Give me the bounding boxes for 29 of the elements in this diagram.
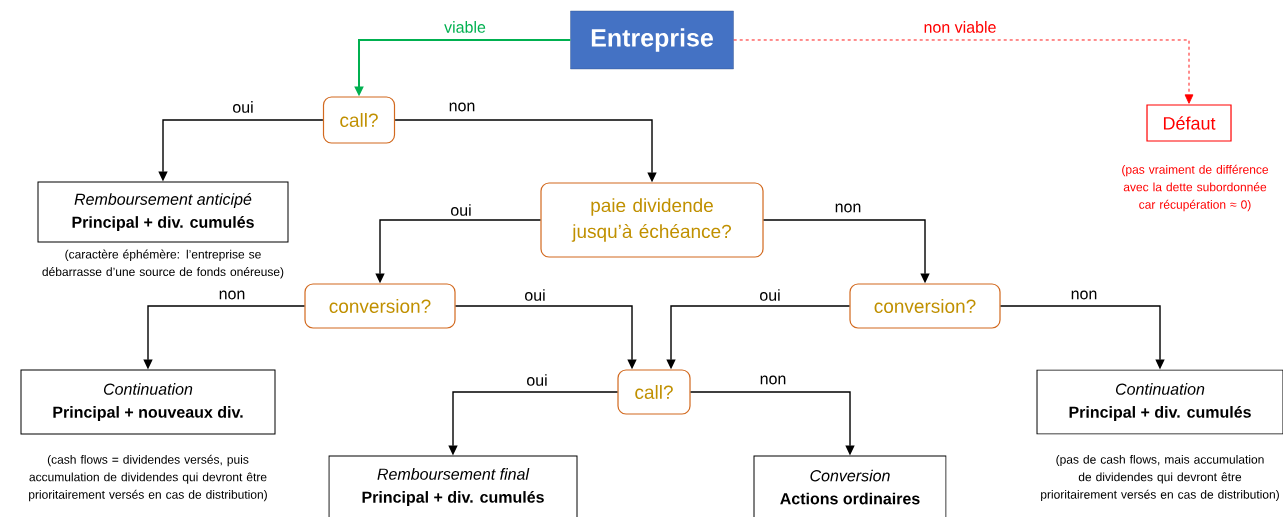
note-text: (pas de cash flows, mais accumulation de dividendes qui devront être prioritairement versés en cas de distribution) <box>1041 454 1279 502</box>
edge-label: non <box>833 202 863 214</box>
edge-label: oui <box>758 288 782 302</box>
decision-box: call? <box>617 369 691 415</box>
decision-box: call? <box>322 96 396 144</box>
edge-label: non <box>758 374 788 386</box>
edge-label: oui <box>449 203 473 217</box>
outcome-box: Conversion Actions ordinaires <box>753 455 947 517</box>
outcome-box: Continuation Principal + nouveaux div. <box>20 369 276 435</box>
outcome-box: Continuation Principal + div. cumulés <box>1036 369 1283 435</box>
title-box: Entreprise <box>570 10 734 70</box>
edge-label: non <box>447 101 477 113</box>
edge-label: oui <box>525 373 549 387</box>
edge-label: oui <box>231 100 255 114</box>
note-text: (cash flows = dividendes versés, puis accumulation de dividendes qui devront être prioritairement versés en cas de distribution) <box>29 454 267 502</box>
edge-label: non <box>1069 289 1099 301</box>
outcome-box: Remboursement final Principal + div. cumulés <box>328 455 578 517</box>
decision-box: conversion? <box>304 283 456 329</box>
decision-box: paie dividende jusqu’à échéance? <box>540 182 764 258</box>
edge-label: non viable <box>922 20 998 34</box>
edge-label: non <box>217 289 247 301</box>
edge-label: viable <box>443 20 487 34</box>
outcome-box: Remboursement anticipé Principal + div. cumulés <box>37 181 289 243</box>
decision-box: conversion? <box>849 283 1001 329</box>
arrow <box>733 39 1194 104</box>
note-text: (caractère éphémère: l’entreprise se débarrasse d’une source de fonds onéreuse) <box>42 249 284 279</box>
note-text: (pas vraiment de différence avec la dette subordonnée car récupération ≈ 0) <box>1122 164 1269 212</box>
edge-label: oui <box>523 288 547 302</box>
outcome-box: Défaut <box>1146 104 1232 142</box>
